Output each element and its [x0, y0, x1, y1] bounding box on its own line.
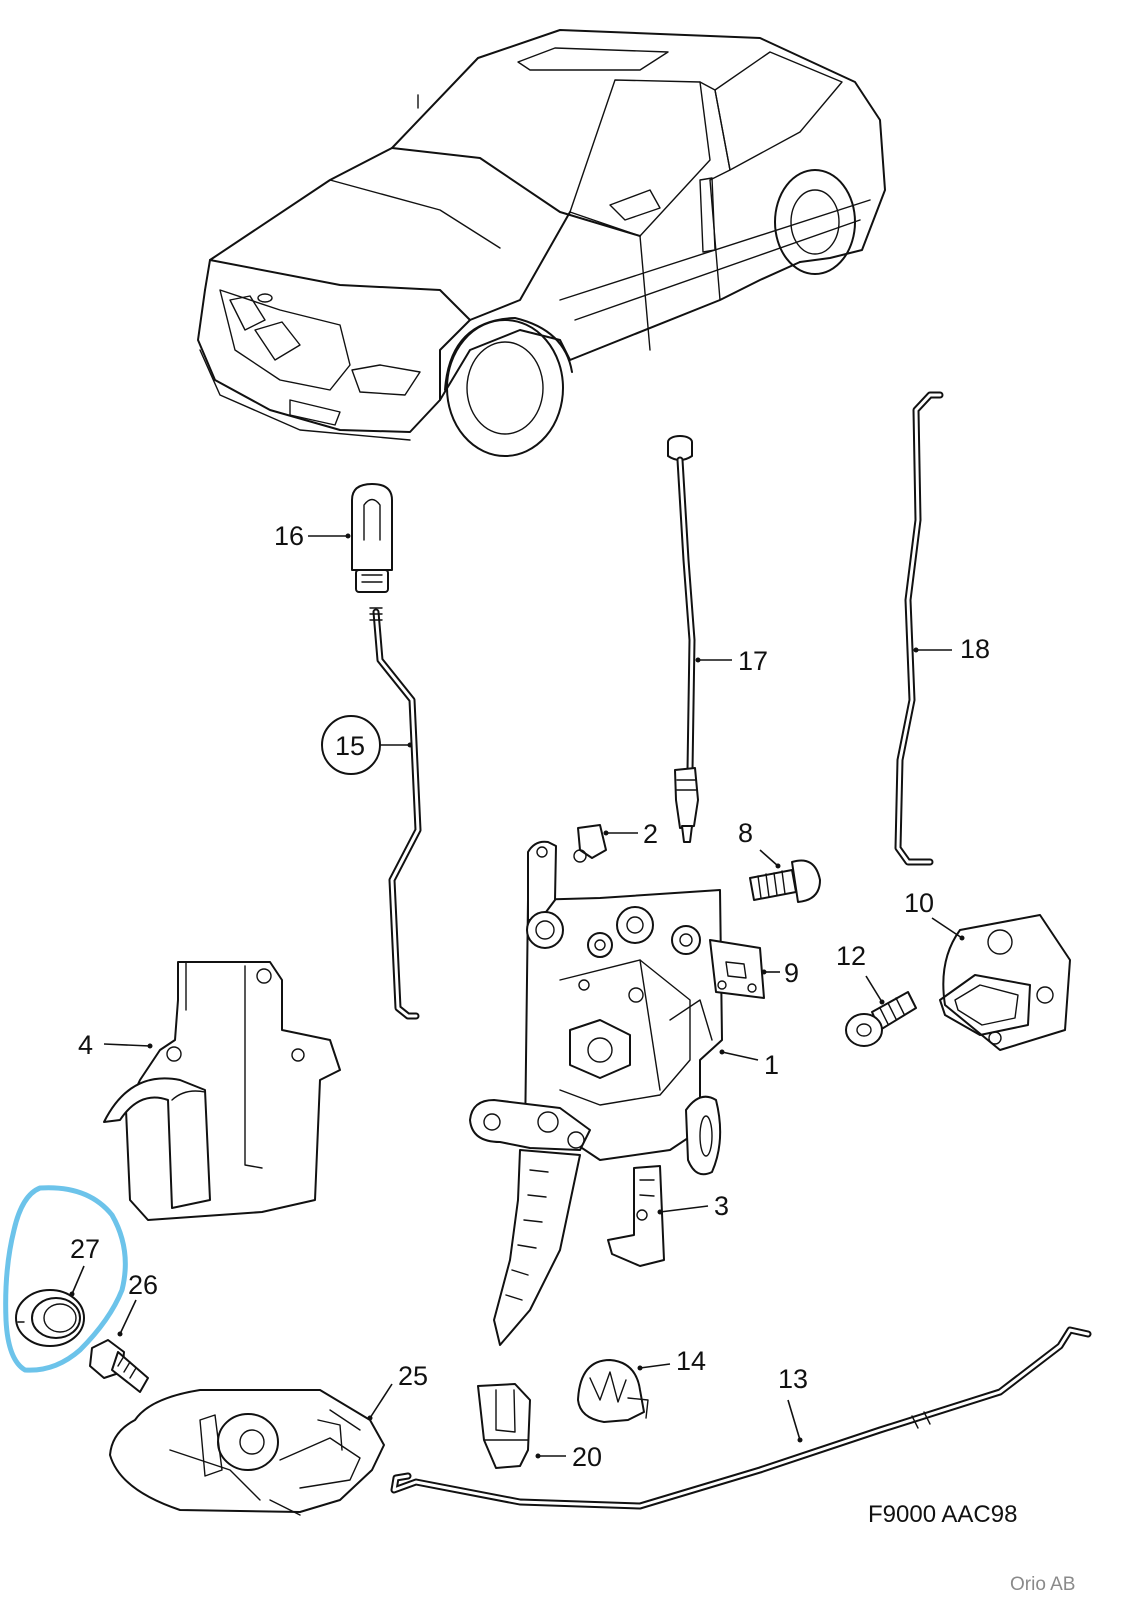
- part-26-bolt: [89, 1339, 149, 1393]
- callout-2: 2: [643, 819, 658, 849]
- callout-17: 17: [738, 646, 768, 676]
- callout-8: 8: [738, 818, 753, 848]
- callout-20: 20: [572, 1442, 602, 1472]
- part-25-actuator: [109, 1389, 385, 1516]
- callout-25: 25: [398, 1361, 428, 1391]
- part-17-rod: [667, 435, 699, 843]
- callout-14: 14: [676, 1346, 706, 1376]
- diagram-reference-code: F9000 AAC98: [868, 1501, 1017, 1528]
- callout-27: 27: [70, 1234, 100, 1264]
- part-18-rod: [894, 391, 944, 866]
- part-4-cover: [103, 961, 341, 1221]
- part-16-clip: [351, 483, 393, 593]
- callout-13: 13: [778, 1364, 808, 1394]
- part-13-rod: [390, 1326, 1092, 1510]
- car-illustration: [197, 29, 886, 457]
- part-12-screw: [845, 991, 917, 1047]
- callout-3: 3: [714, 1191, 729, 1221]
- callout-4: 4: [78, 1030, 93, 1060]
- copyright-label: Orio AB: [1010, 1574, 1075, 1595]
- part-10-striker: [939, 914, 1071, 1051]
- part-14-clip: [577, 1359, 649, 1423]
- callout-1: 1: [764, 1050, 779, 1080]
- part-9-plate: [709, 939, 765, 999]
- part-8-screw: [749, 859, 821, 903]
- part-20-clip: [477, 1383, 531, 1469]
- part-2-clip: [573, 824, 607, 863]
- part-1-lock-assembly: [469, 840, 723, 1346]
- part-27-highlight: [3, 1185, 128, 1373]
- part-27-bushing: [15, 1289, 85, 1347]
- callout-15: 15: [335, 731, 365, 761]
- callout-26: 26: [128, 1270, 158, 1300]
- part-3-bracket: [607, 1165, 665, 1267]
- callout-18: 18: [960, 634, 990, 664]
- callout-10: 10: [904, 888, 934, 918]
- callout-12: 12: [836, 941, 866, 971]
- callout-16: 16: [274, 521, 304, 551]
- part-15-rod: [369, 607, 422, 1020]
- callout-9: 9: [784, 958, 799, 988]
